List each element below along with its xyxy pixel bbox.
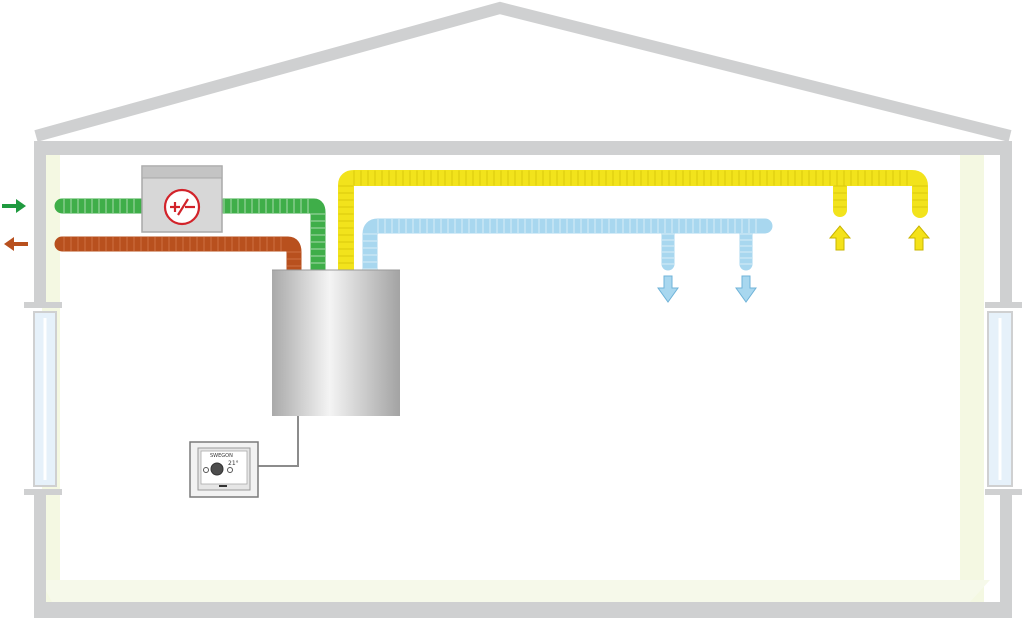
duct-ribs	[63, 170, 928, 270]
extract-air-arrow-1	[657, 275, 679, 303]
exhaust-air-duct	[54, 236, 302, 278]
ventilation-unit	[272, 269, 400, 416]
controller-temperature: 21°	[228, 460, 239, 467]
wall-controller-icon: SWEGON 21°	[189, 441, 259, 498]
exhaust-air-arrow	[4, 237, 28, 251]
controller-button-left	[203, 467, 209, 473]
heat-exchanger-box	[141, 165, 223, 233]
right-window	[987, 311, 1013, 487]
plus-minus-icon	[163, 188, 201, 226]
fresh-air-arrow	[2, 199, 26, 213]
controller-button-right	[227, 467, 233, 473]
supply-air-duct	[338, 170, 928, 278]
house-outline	[24, 1, 1022, 618]
roof	[34, 1, 1012, 142]
extract-air-arrow-2	[735, 275, 757, 303]
controller-slot	[219, 485, 227, 487]
supply-air-arrow-2	[907, 225, 931, 251]
fresh-air-duct	[54, 198, 326, 278]
controller-brand: SWEGON	[210, 453, 233, 459]
control-cable	[258, 416, 299, 467]
supply-air-arrow-1	[828, 225, 852, 251]
left-window	[33, 311, 57, 487]
controller-knob	[210, 462, 224, 476]
